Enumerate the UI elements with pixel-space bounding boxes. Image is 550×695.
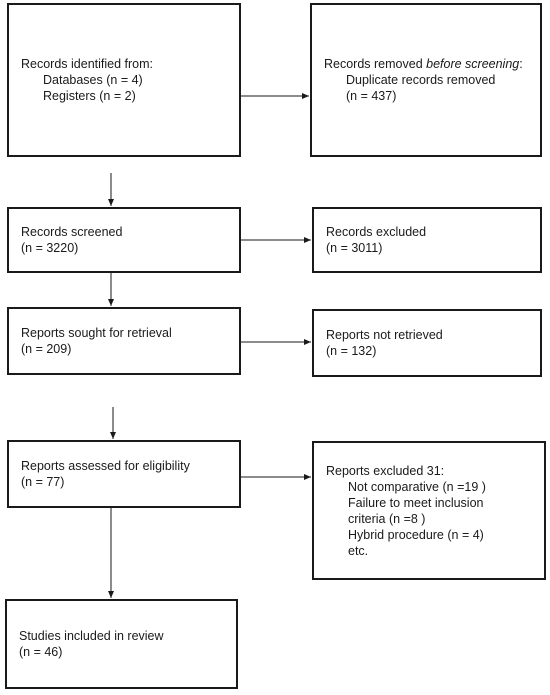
records-excluded-count: (n = 3011) xyxy=(326,241,383,255)
duplicate-records-count: (n = 437) xyxy=(346,89,397,103)
records-screened-title: Records screened xyxy=(21,225,123,239)
reason-failure-inclusion: Failure to meet inclusion xyxy=(348,495,484,510)
records-screened-count: (n = 3220) xyxy=(21,241,79,255)
reason-failure-inclusion-count: criteria (n =8 ) xyxy=(348,511,426,526)
reports-sought-count: (n = 209) xyxy=(21,342,72,356)
records-removed-title-end: : xyxy=(519,57,523,71)
databases-count: Databases (n = 4) xyxy=(43,73,143,87)
registers-count: Registers (n = 2) xyxy=(43,89,136,103)
reports-not-retrieved-box: Reports not retrieved (n = 132) xyxy=(312,309,542,377)
reports-assessed-box: Reports assessed for eligibility (n = 77… xyxy=(7,440,241,508)
records-excluded-box: Records excluded (n = 3011) xyxy=(312,207,542,273)
records-excluded-title: Records excluded xyxy=(326,225,427,239)
studies-included-title: Studies included in review xyxy=(19,629,164,643)
reason-etc: etc. xyxy=(348,543,369,558)
reason-hybrid-procedure: Hybrid procedure (n = 4) xyxy=(348,527,484,542)
records-removed-title-italic: before screening xyxy=(426,57,520,71)
reports-not-retrieved-count: (n = 132) xyxy=(326,344,377,358)
duplicate-records-label: Duplicate records removed xyxy=(346,73,496,87)
records-removed-box: Records removed before screening: Duplic… xyxy=(310,3,542,157)
records-removed-title-start: Records removed xyxy=(324,57,427,71)
records-identified-title: Records identified from: xyxy=(21,57,154,71)
reports-assessed-title: Reports assessed for eligibility xyxy=(21,459,190,473)
studies-included-box: Studies included in review (n = 46) xyxy=(5,599,238,689)
reports-assessed-count: (n = 77) xyxy=(21,475,65,489)
reports-excluded-title: Reports excluded 31: xyxy=(326,463,445,478)
reason-not-comparative: Not comparative (n =19 ) xyxy=(348,479,486,494)
reports-excluded-box: Reports excluded 31: Not comparative (n … xyxy=(312,441,546,580)
studies-included-count: (n = 46) xyxy=(19,645,63,659)
records-identified-box: Records identified from: Databases (n = … xyxy=(7,3,241,157)
reports-sought-title: Reports sought for retrieval xyxy=(21,326,172,340)
records-removed-title: Records removed before screening: xyxy=(324,56,528,72)
records-screened-box: Records screened (n = 3220) xyxy=(7,207,241,273)
reports-not-retrieved-title: Reports not retrieved xyxy=(326,328,443,342)
reports-sought-box: Reports sought for retrieval (n = 209) xyxy=(7,307,241,375)
